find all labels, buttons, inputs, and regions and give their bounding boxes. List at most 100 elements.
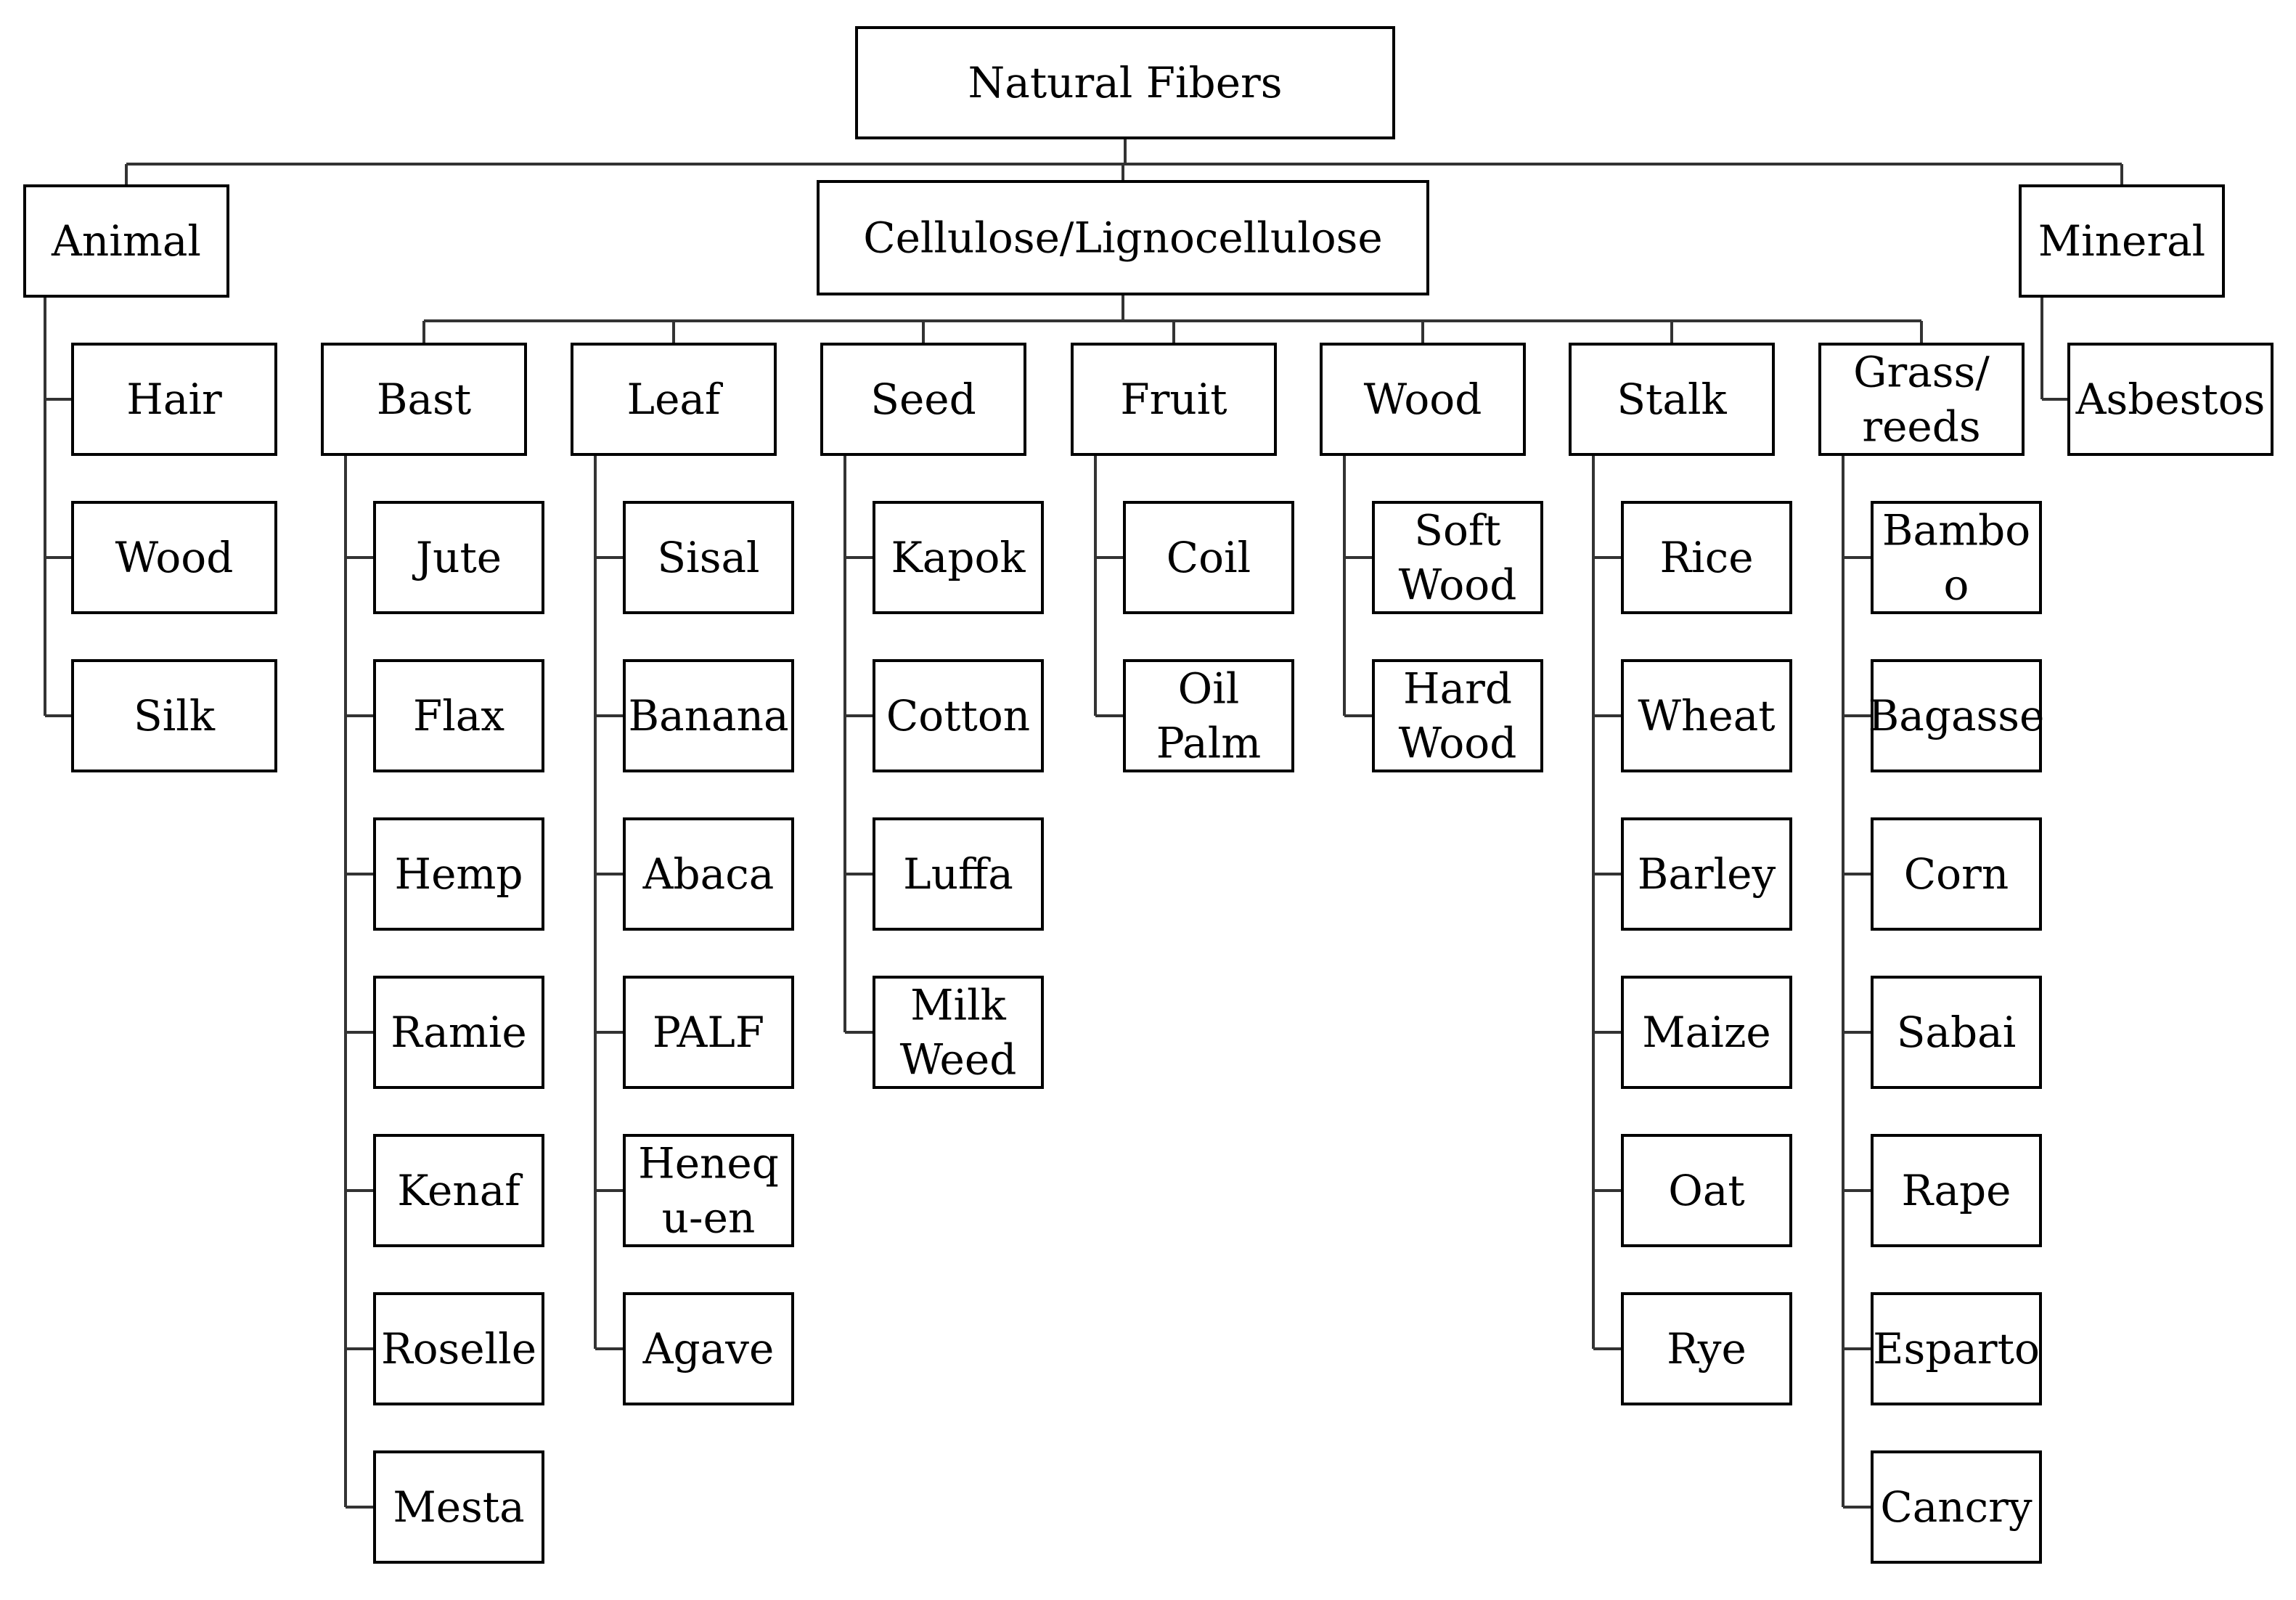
- leaf-node-wood-hard-wood-label: Wood: [1399, 719, 1517, 768]
- group-leaf: Leaf: [571, 343, 777, 456]
- leaf-node-leaf-agave-label: Agave: [642, 1324, 775, 1374]
- leaf-node-leaf-sisal: Sisal: [623, 501, 794, 614]
- leaf-node-grass-rape-box: [1871, 1134, 2042, 1247]
- leaf-node-grass-corn-label: Corn: [1904, 849, 2009, 899]
- leaf-node-grass-bambo-o-label: Bambo: [1882, 505, 2030, 555]
- group-leaf-label: Leaf: [627, 375, 723, 424]
- leaf-node-grass-sabai-label: Sabai: [1897, 1008, 2017, 1057]
- leaf-node-stalk-rice: Rice: [1621, 501, 1792, 614]
- leaf-node-grass-rape: Rape: [1871, 1134, 2042, 1247]
- leaf-node-bast-flax: Flax: [373, 659, 544, 772]
- leaf-node-seed-kapok: Kapok: [873, 501, 1044, 614]
- leaf-node-seed-kapok-label: Kapok: [891, 533, 1026, 582]
- group-grass-label: Grass/: [1853, 347, 1990, 396]
- group-leaf-box: [571, 343, 777, 456]
- leaf-node-fruit-oil-palm-label: Palm: [1156, 719, 1262, 768]
- leaf-node-leaf-heneq-u-en-label: Heneq: [638, 1138, 779, 1188]
- group-wood: Wood: [1320, 343, 1526, 456]
- root-node-natural-fibers-label: Natural Fibers: [968, 58, 1282, 107]
- leaf-node-leaf-palf-box: [623, 976, 794, 1089]
- group-fruit-box: [1071, 343, 1277, 456]
- leaf-node-bast-ramie: Ramie: [373, 976, 544, 1089]
- leaf-node-grass-rape-label: Rape: [1901, 1166, 2011, 1215]
- leaf-node-stalk-maize-label: Maize: [1642, 1008, 1770, 1057]
- leaf-node-leaf-banana-box: [623, 659, 794, 772]
- leaf-node-leaf-banana-label: Banana: [628, 691, 788, 740]
- leaf-node-seed-cotton: Cotton: [873, 659, 1044, 772]
- leaf-node-bast-mesta-box: [373, 1450, 544, 1564]
- leaf-node-stalk-maize-box: [1621, 976, 1792, 1089]
- leaf-node-wood-soft-wood-box: [1372, 501, 1543, 614]
- leaf-node-grass-cancry: Cancry: [1871, 1450, 2042, 1564]
- leaf-node-grass-bagasse-box: [1871, 659, 2042, 772]
- leaf-node-grass-sabai: Sabai: [1871, 976, 2042, 1089]
- leaf-node-bast-jute: Jute: [373, 501, 544, 614]
- leaf-node-leaf-heneq-u-en-label: u-en: [662, 1193, 756, 1243]
- leaf-node-bast-jute-label: Jute: [412, 533, 502, 582]
- leaf-node-wood: Wood: [71, 501, 277, 614]
- leaf-node-wood-soft-wood-label: Soft: [1414, 505, 1500, 555]
- leaf-node-grass-esparto-label: Esparto: [1873, 1324, 2040, 1374]
- leaf-node-leaf-heneq-u-en-box: [623, 1134, 794, 1247]
- leaf-node-grass-cancry-label: Cancry: [1880, 1482, 2033, 1532]
- leaf-node-bast-hemp-box: [373, 817, 544, 931]
- leaf-node-bast-jute-box: [373, 501, 544, 614]
- leaf-node-stalk-wheat-label: Wheat: [1638, 691, 1775, 740]
- leaf-node-stalk-oat-label: Oat: [1668, 1166, 1744, 1215]
- category-cellulose-box: [817, 180, 1429, 295]
- leaf-node-seed-milk-weed-label: Weed: [900, 1035, 1017, 1085]
- leaf-node-bast-ramie-label: Ramie: [391, 1008, 526, 1057]
- leaf-node-fruit-coil-label: Coil: [1167, 533, 1251, 582]
- leaf-node-wood-hard-wood-box: [1372, 659, 1543, 772]
- leaf-node-asbestos: Asbestos: [2067, 343, 2273, 456]
- leaf-node-bast-roselle-label: Roselle: [381, 1324, 536, 1374]
- leaf-node-stalk-wheat-box: [1621, 659, 1792, 772]
- root-node-natural-fibers-box: [855, 26, 1395, 139]
- category-mineral: Mineral: [2019, 184, 2225, 298]
- leaf-node-bast-kenaf-box: [373, 1134, 544, 1247]
- leaf-node-asbestos-label: Asbestos: [2075, 375, 2266, 424]
- leaf-node-leaf-palf: PALF: [623, 976, 794, 1089]
- connector-lines: [44, 138, 2123, 1509]
- leaf-node-seed-luffa-box: [873, 817, 1044, 931]
- leaf-node-grass-bambo-o-label: o: [1944, 560, 1969, 610]
- category-animal: Animal: [23, 184, 229, 298]
- category-cellulose-label: Cellulose/Lignocellulose: [863, 213, 1383, 263]
- leaf-node-stalk-oat: Oat: [1621, 1134, 1792, 1247]
- group-seed-box: [820, 343, 1026, 456]
- leaf-node-stalk-barley-box: [1621, 817, 1792, 931]
- leaf-node-leaf-sisal-box: [623, 501, 794, 614]
- leaf-node-bast-kenaf-label: Kenaf: [397, 1166, 523, 1215]
- group-stalk-label: Stalk: [1617, 375, 1727, 424]
- leaf-node-stalk-rice-box: [1621, 501, 1792, 614]
- category-mineral-box: [2019, 184, 2225, 298]
- group-wood-box: [1320, 343, 1526, 456]
- leaf-node-stalk-barley-label: Barley: [1638, 849, 1776, 899]
- leaf-node-seed-kapok-box: [873, 501, 1044, 614]
- leaf-node-wood-soft-wood-label: Wood: [1399, 560, 1517, 610]
- leaf-node-leaf-abaca-label: Abaca: [642, 849, 775, 899]
- leaf-node-stalk-rye: Rye: [1621, 1292, 1792, 1405]
- leaf-node-stalk-oat-box: [1621, 1134, 1792, 1247]
- group-seed-label: Seed: [870, 375, 976, 424]
- group-grass-label: reeds: [1862, 402, 1980, 452]
- leaf-node-grass-sabai-box: [1871, 976, 2042, 1089]
- category-mineral-label: Mineral: [2038, 216, 2205, 266]
- leaf-node-grass-bagasse: Bagasse: [1868, 659, 2044, 772]
- group-stalk-box: [1569, 343, 1775, 456]
- leaf-node-stalk-barley: Barley: [1621, 817, 1792, 931]
- leaf-node-stalk-maize: Maize: [1621, 976, 1792, 1089]
- leaf-node-wood-hard-wood-label: Hard: [1403, 664, 1512, 713]
- leaf-node-bast-ramie-box: [373, 976, 544, 1089]
- group-bast-label: Bast: [377, 375, 471, 424]
- group-stalk: Stalk: [1569, 343, 1775, 456]
- leaf-node-fruit-oil-palm-box: [1123, 659, 1294, 772]
- leaf-node-bast-hemp: Hemp: [373, 817, 544, 931]
